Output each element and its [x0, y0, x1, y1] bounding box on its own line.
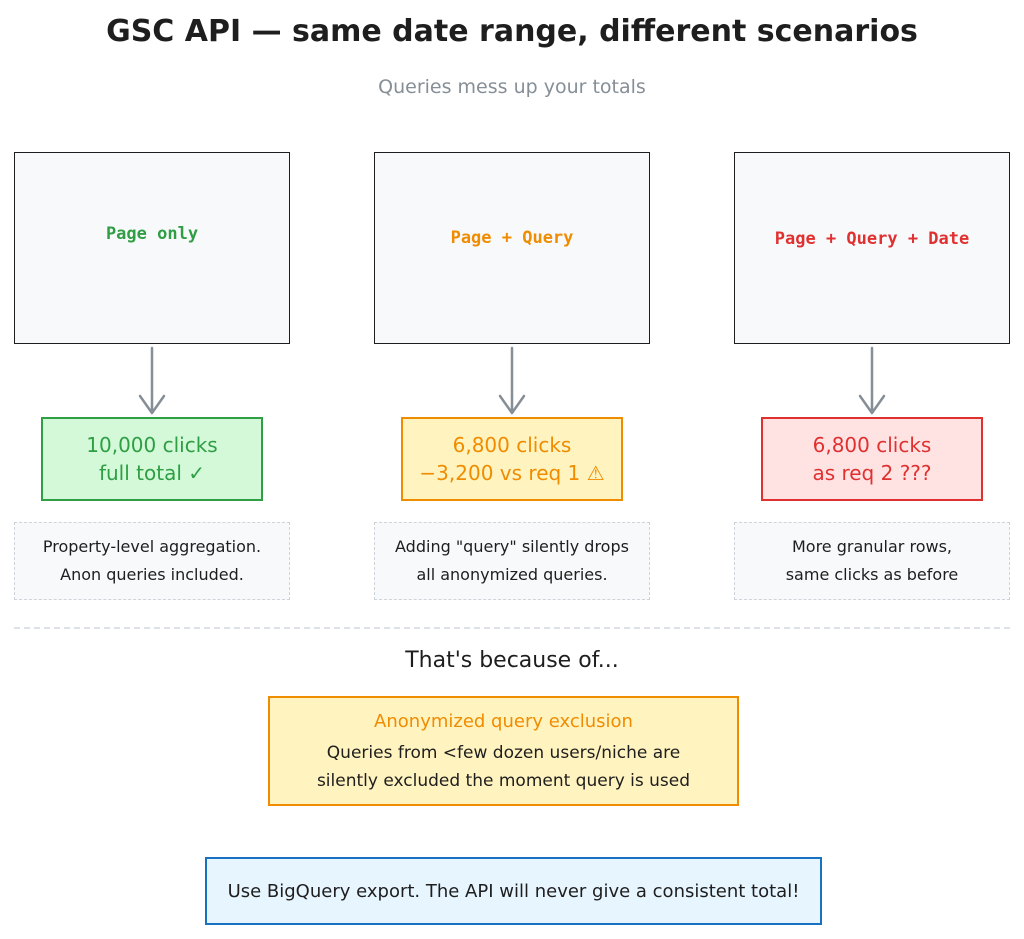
scenario-label: Page only	[105, 224, 199, 244]
result-box-page-only: 10,000 clicks full total ✓	[41, 417, 263, 501]
scenario-box-page-query-date: Page + Query + Date	[734, 152, 1010, 344]
bigquery-note: Use BigQuery export. The API will never …	[227, 880, 800, 902]
page-title: GSC API — same date range, different sce…	[106, 14, 918, 49]
section-divider	[14, 627, 1010, 629]
result-detail: −3,200 vs req 1 ⚠	[419, 461, 605, 485]
result-clicks: 10,000 clicks	[86, 433, 218, 457]
scenario-box-page-only: Page only	[14, 152, 290, 344]
bigquery-callout: Use BigQuery export. The API will never …	[205, 857, 822, 925]
note-line: all anonymized queries.	[416, 565, 608, 584]
note-line: More granular rows,	[791, 537, 952, 556]
result-box-page-query: 6,800 clicks −3,200 vs req 1 ⚠	[401, 417, 623, 501]
exclusion-title: Anonymized query exclusion	[374, 710, 633, 732]
note-box-page-query-date: More granular rows, same clicks as befor…	[734, 522, 1010, 600]
note-line: Property-level aggregation.	[42, 537, 262, 556]
result-box-page-query-date: 6,800 clicks as req 2 ???	[761, 417, 983, 501]
note-line: Adding "query" silently drops	[395, 537, 629, 556]
result-clicks: 6,800 clicks	[452, 433, 572, 457]
arrow-down-icon	[138, 346, 166, 415]
scenario-label: Page + Query + Date	[774, 229, 970, 249]
result-detail: as req 2 ???	[812, 461, 932, 485]
arrow-down-icon	[498, 346, 526, 415]
arrow-down-icon	[858, 346, 886, 415]
page-subtitle: Queries mess up your totals	[378, 76, 646, 98]
note-line: Anon queries included.	[60, 565, 244, 584]
scenario-label: Page + Query	[450, 228, 574, 248]
result-clicks: 6,800 clicks	[812, 433, 932, 457]
exclusion-line: Queries from <few dozen users/niche are	[326, 742, 681, 763]
note-box-page-only: Property-level aggregation. Anon queries…	[14, 522, 290, 600]
note-box-page-query: Adding "query" silently drops all anonym…	[374, 522, 650, 600]
exclusion-box: Anonymized query exclusion Queries from …	[268, 696, 739, 806]
scenario-box-page-query: Page + Query	[374, 152, 650, 344]
because-heading: That's because of...	[405, 648, 619, 673]
exclusion-line: silently excluded the moment query is us…	[316, 770, 691, 791]
result-detail: full total ✓	[98, 461, 206, 485]
note-line: same clicks as before	[785, 565, 959, 584]
